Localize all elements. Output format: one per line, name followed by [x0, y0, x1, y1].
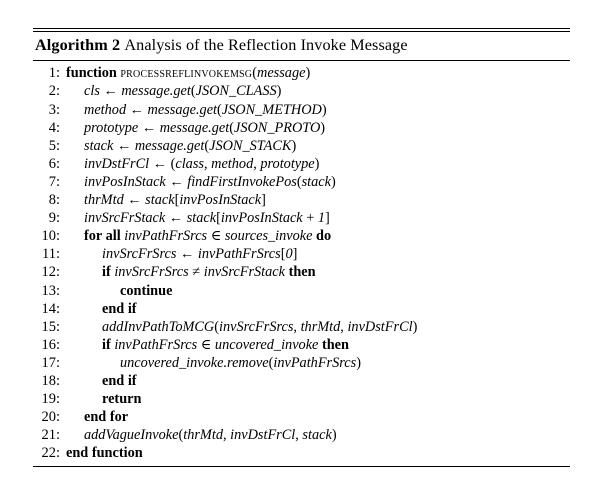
line-number: 11: [42, 246, 60, 263]
line-code: function processreflinvokemsg(message) [66, 65, 311, 82]
line-code: thrMtd ← stack[invPosInStack] [84, 192, 266, 209]
algorithm-line: 12: if invSrcFrSrcs ≠ invSrcFrStack then [33, 263, 570, 281]
line-number: 12: [41, 264, 60, 281]
algorithm-title: Analysis of the Reflection Invoke Messag… [124, 36, 408, 54]
line-number: 21: [41, 427, 60, 444]
line-code: end if [102, 372, 137, 389]
line-number: 22: [41, 445, 60, 462]
algorithm-caption: Algorithm 2 Analysis of the Reflection I… [33, 32, 570, 60]
algorithm-line: 15: addInvPathToMCG(invSrcFrSrcs, thrMtd,… [33, 318, 570, 336]
algorithm-line: 4: prototype ← message.get(JSON_PROTO) [33, 119, 570, 137]
line-code: invSrcFrStack ← stack[invPosInStack + 1] [84, 210, 330, 227]
algorithm-line: 10: for all invPathFrSrcs ∈ sources_invok… [33, 227, 570, 245]
line-number: 7: [48, 173, 60, 190]
algorithm-line: 9: invSrcFrStack ← stack[invPosInStack + … [33, 209, 570, 227]
algorithm-line: 1: function processreflinvokemsg(message) [33, 64, 570, 82]
line-number: 3: [48, 101, 60, 118]
line-number: 20: [41, 409, 60, 426]
line-number: 10: [41, 228, 60, 245]
line-number: 16: [41, 336, 60, 353]
line-number: 8: [48, 192, 60, 209]
line-number: 17: [41, 354, 60, 371]
algorithm-line: 11: invSrcFrSrcs ← invPathFrSrcs[0] [33, 245, 570, 263]
algorithm-line: 21: addVagueInvoke(thrMtd, invDstFrCl, st… [33, 426, 570, 444]
line-number: 18: [41, 372, 60, 389]
line-code: end for [84, 409, 129, 426]
line-number: 4: [48, 119, 60, 136]
line-code: stack ← message.get(JSON_STACK) [84, 137, 297, 154]
algorithm-line: 17: uncovered_invoke.remove(invPathFrSrcs… [33, 354, 570, 372]
algorithm-line: 7: invPosInStack ← findFirstInvokePos(sta… [33, 173, 570, 191]
line-code: cls ← message.get(JSON_CLASS) [84, 83, 282, 100]
line-code: uncovered_invoke.remove(invPathFrSrcs) [120, 354, 361, 371]
line-number: 19: [41, 391, 60, 408]
line-code: continue [120, 282, 173, 299]
line-code: invDstFrCl ← (class, method, prototype) [84, 155, 320, 172]
line-code: invSrcFrSrcs ← invPathFrSrcs[0] [102, 246, 298, 263]
line-code: return [102, 391, 142, 408]
line-number: 15: [41, 318, 60, 335]
algorithm-line: 2: cls ← message.get(JSON_CLASS) [33, 82, 570, 100]
line-code: invPosInStack ← findFirstInvokePos(stack… [84, 173, 336, 190]
line-number: 5: [48, 137, 60, 154]
algorithm-line: 13: continue [33, 282, 570, 300]
algorithm-line: 6: invDstFrCl ← (class, method, prototype… [33, 155, 570, 173]
algorithm-line: 5: stack ← message.get(JSON_STACK) [33, 137, 570, 155]
line-code: method ← message.get(JSON_METHOD) [84, 101, 327, 118]
line-code: if invPathFrSrcs ∈ uncovered_invoke then [102, 336, 349, 353]
line-code: end function [66, 445, 143, 462]
algorithm-line: 3: method ← message.get(JSON_METHOD) [33, 101, 570, 119]
line-number: 13: [41, 282, 60, 299]
line-code: if invSrcFrSrcs ≠ invSrcFrStack then [102, 264, 316, 281]
line-code: end if [102, 300, 137, 317]
line-code: addInvPathToMCG(invSrcFrSrcs, thrMtd, in… [102, 318, 418, 335]
algorithm-line: 20: end for [33, 408, 570, 426]
algorithm-line: 19: return [33, 390, 570, 408]
line-number: 9: [48, 210, 60, 227]
line-code: prototype ← message.get(JSON_PROTO) [84, 119, 326, 136]
line-code: for all invPathFrSrcs ∈ sources_invoke d… [84, 228, 332, 245]
algorithm-body: 1: function processreflinvokemsg(message)… [33, 61, 570, 466]
algorithm-figure: Algorithm 2 Analysis of the Reflection I… [33, 28, 570, 468]
line-number: 1: [48, 65, 60, 82]
algorithm-line: 16: if invPathFrSrcs ∈ uncovered_invoke t… [33, 336, 570, 354]
bottom-rule [33, 466, 570, 468]
caption-separator-rule [33, 60, 570, 62]
top-double-rule [33, 28, 570, 32]
algorithm-line: 18: end if [33, 372, 570, 390]
line-code: addVagueInvoke(thrMtd, invDstFrCl, stack… [84, 427, 337, 444]
algorithm-line: 14: end if [33, 300, 570, 318]
algorithm-label: Algorithm 2 [35, 36, 121, 54]
line-number: 6: [48, 155, 60, 172]
line-number: 14: [41, 300, 60, 317]
algorithm-line: 22: end function [33, 444, 570, 462]
algorithm-line: 8: thrMtd ← stack[invPosInStack] [33, 191, 570, 209]
line-number: 2: [48, 83, 60, 100]
